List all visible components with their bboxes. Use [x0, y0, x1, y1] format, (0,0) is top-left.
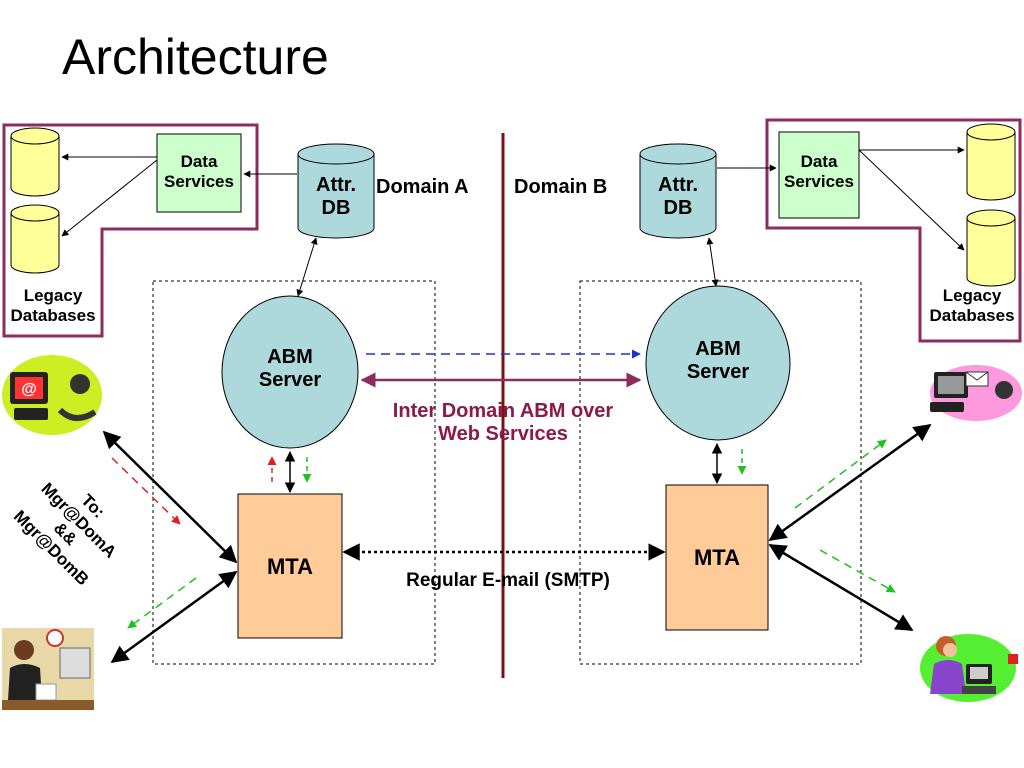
legacy-right-line2: Databases — [929, 305, 1015, 325]
attrdb-abm-left — [296, 237, 318, 297]
recipient-woman-icon — [920, 634, 1018, 702]
data-services-right-label: Data Services — [779, 152, 859, 191]
right-top-dashed-green — [794, 439, 887, 509]
mta-left-label: MTA — [266, 554, 314, 579]
receiver-mta-link — [110, 570, 238, 664]
abm-right-line2: Server — [686, 361, 750, 383]
legacy-db-right-1 — [966, 123, 1016, 201]
mta-right — [665, 484, 769, 631]
legacy-db-right-2 — [966, 209, 1016, 287]
legacy-databases-right-label: Legacy Databases — [922, 286, 1022, 325]
attr-db-left-line1: Attr. — [316, 174, 356, 196]
legacy-right-line1: Legacy — [942, 286, 1002, 305]
data-services-right-line1: Data — [800, 152, 838, 171]
inter-domain-line2: Web Services — [438, 423, 568, 445]
svg-text:@: @ — [21, 381, 37, 398]
abm-right-line1: ABM — [695, 338, 741, 360]
domain-b-label: Domain B — [514, 176, 608, 198]
attr-db-right — [639, 143, 717, 239]
data-services-left — [156, 133, 242, 213]
data-services-left-label: Data Services — [157, 152, 241, 191]
abm-left-line1: ABM — [267, 346, 313, 368]
data-services-left-line2: Services — [164, 171, 234, 191]
mta-right-label: MTA — [693, 545, 741, 570]
inter-domain-label: Inter Domain ABM over Web Services — [366, 400, 640, 446]
inter-domain-line1: Inter Domain ABM over — [392, 400, 614, 422]
receiver-dashed-green — [127, 577, 197, 629]
legacy-databases-left-label: Legacy Databases — [4, 286, 102, 325]
legacy-left-line1: Legacy — [23, 286, 83, 305]
attr-db-right-label: Attr. DB — [640, 174, 716, 220]
attr-db-left-label: Attr. DB — [298, 174, 374, 220]
abm-server-left-label: ABM Server — [222, 346, 358, 392]
sender-dashed-red — [111, 457, 181, 525]
legacy-outline-left — [2, 123, 259, 338]
right-bottom-dashed-green — [819, 549, 896, 593]
recipient-computer-icon — [930, 365, 1022, 421]
right-mta-bottom-user-link — [768, 543, 914, 632]
abm-server-right-label: ABM Server — [646, 338, 790, 384]
domain-a-label: Domain A — [376, 176, 469, 198]
data-services-right — [778, 131, 860, 219]
page-title: Architecture — [62, 29, 329, 85]
mta-left — [237, 493, 343, 639]
attrdb-abm-right — [706, 237, 719, 287]
data-services-left-line1: Data — [180, 152, 218, 171]
domain-a-boundary — [152, 280, 436, 665]
ds-to-legacy-right-2 — [858, 149, 965, 251]
domain-b-boundary — [579, 280, 862, 665]
legacy-outline-right — [765, 118, 1022, 343]
data-services-right-line2: Services — [784, 171, 854, 191]
legacy-left-line2: Databases — [10, 305, 96, 325]
abm-server-left — [221, 295, 359, 449]
legacy-db-left-1 — [10, 127, 60, 197]
sender-mta-link — [102, 430, 238, 564]
receiver-office-worker-icon — [2, 628, 94, 710]
legacy-db-left-2 — [10, 204, 60, 274]
attr-db-left — [297, 143, 375, 239]
right-mta-top-user-link — [768, 423, 932, 542]
sender-computer-icon: @ — [2, 355, 102, 435]
attr-db-left-line2: DB — [321, 197, 351, 219]
ds-to-legacy-left-2 — [61, 159, 158, 237]
attr-db-right-line2: DB — [663, 197, 693, 219]
smtp-label: Regular E-mail (SMTP) — [406, 570, 610, 591]
attr-db-right-line1: Attr. — [658, 174, 698, 196]
abm-left-line2: Server — [258, 369, 322, 391]
